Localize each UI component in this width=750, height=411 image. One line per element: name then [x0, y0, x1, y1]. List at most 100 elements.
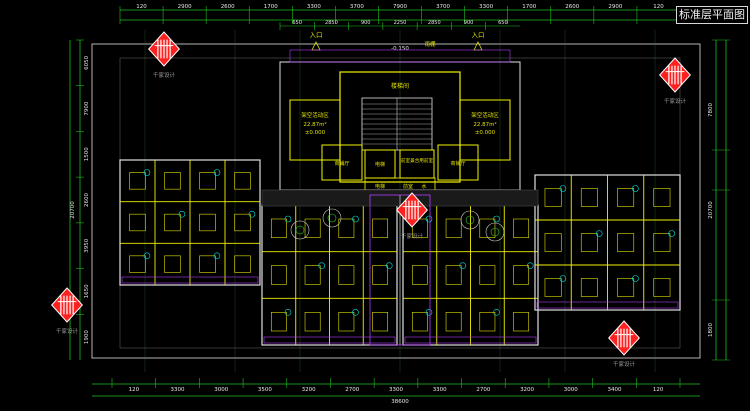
unit-center-left-fixture — [385, 262, 393, 269]
unit-east-furniture — [544, 233, 562, 252]
lobby-right-label: 架空活动区 — [471, 111, 499, 119]
dim-label-bottom: 3000 — [214, 387, 228, 393]
unit-center-right-fixture — [459, 262, 467, 269]
dim-label-top2: 650 — [292, 20, 302, 26]
dim-label-bottom: 3300 — [389, 387, 403, 393]
unit-east-fixture — [668, 230, 675, 237]
unit-west-fixture — [248, 210, 256, 218]
unit-east-furniture — [653, 188, 671, 207]
dim-label-left: 1650 — [84, 284, 90, 298]
dim-label-left: 1900 — [84, 330, 90, 344]
logo-bottom-left-text: 千家设计 — [56, 327, 79, 335]
unit-center-left-furniture — [338, 218, 355, 238]
unit-center-left-furniture — [338, 265, 355, 285]
logo-center — [396, 192, 428, 228]
logo-center-text: 千家设计 — [401, 232, 424, 240]
logo-bottom-left — [51, 287, 83, 323]
dim-label-right: 1800 — [708, 323, 714, 337]
dim-label-top: 3700 — [350, 4, 364, 10]
level-mark: -0.150 — [391, 46, 409, 52]
dim-label-top: 3300 — [479, 4, 493, 10]
unit-east-furniture — [580, 278, 598, 297]
unit-west-furniture — [129, 172, 146, 190]
dim-label-bottom: 3200 — [520, 387, 534, 393]
unit-center-right-furniture — [479, 218, 496, 238]
dim-total-left: 20700 — [70, 201, 76, 219]
unit-center-right-fixture — [425, 309, 433, 316]
unit-west-furniture — [199, 255, 216, 273]
logo-top-right-text: 千家设计 — [664, 97, 687, 105]
unit-center-left-furniture — [372, 265, 389, 285]
lobby-left-level: ±0.000 — [305, 130, 326, 136]
unit-center-left-furniture — [338, 312, 355, 332]
entrance-right-arrow — [473, 41, 483, 51]
dim-label-bottom: 120 — [129, 387, 140, 393]
logo-top-left — [148, 31, 180, 67]
tree-core — [295, 225, 305, 235]
unit-center-right-fixture — [425, 215, 433, 223]
lobby-right-level: ±0.000 — [475, 130, 496, 136]
entrance-right-label: 入口 — [472, 31, 485, 39]
logo-bottom-right-text: 千家设计 — [613, 360, 636, 368]
unit-west-furniture — [164, 172, 181, 190]
unit-east-furniture — [653, 233, 671, 252]
stair-label: 楼梯间 — [391, 82, 409, 90]
unit-center-right-furniture — [445, 265, 462, 285]
unit-center-left-furniture — [372, 312, 389, 332]
tree — [322, 208, 342, 228]
unit-center-right-furniture — [513, 312, 530, 332]
unit-center-left-furniture — [372, 218, 389, 238]
shop-left-label: 商铺厅 — [334, 160, 349, 167]
unit-center-right-furniture — [411, 312, 428, 332]
core-room-b — [399, 149, 435, 179]
shop-left — [321, 144, 363, 181]
dim-label-top: 2600 — [221, 4, 235, 10]
unit-east-fixture — [595, 230, 603, 237]
unit-center-left-furniture — [304, 265, 321, 285]
unit-east-balcony — [536, 301, 679, 309]
entrance-left-arrow — [311, 41, 321, 51]
unit-east-furniture — [544, 188, 562, 207]
tree — [460, 210, 480, 230]
unit-center-left-balcony — [263, 336, 396, 344]
dim-label-bottom: 2700 — [476, 387, 490, 393]
tree — [485, 222, 505, 242]
hall-a-label: 电梯 — [375, 183, 385, 190]
dim-label-top2: 900 — [464, 20, 474, 26]
dim-label-top: 2900 — [608, 4, 622, 10]
unit-east-furniture — [617, 233, 635, 252]
dim-label-bottom: 3200 — [302, 387, 316, 393]
unit-west-furniture — [234, 213, 251, 232]
unit-center-left-furniture — [270, 312, 287, 332]
dim-label-top: 1700 — [264, 4, 278, 10]
unit-center-right-furniture — [445, 218, 462, 238]
unit-center-left-furniture — [304, 312, 321, 332]
dim-label-bottom: 3000 — [564, 387, 578, 393]
dim-label-left: 1500 — [84, 147, 90, 161]
unit-center-right-furniture — [479, 265, 496, 285]
unit-center-left-fixture — [318, 262, 326, 269]
unit-center-right-furniture — [411, 265, 428, 285]
shop-right-label: 商铺厅 — [450, 160, 465, 167]
unit-east-furniture — [544, 278, 562, 297]
unit-center-left-fixture — [284, 215, 292, 223]
tree — [290, 220, 310, 240]
unit-west-furniture — [164, 255, 181, 273]
unit-west-furniture — [199, 213, 216, 232]
dim-label-top: 120 — [653, 4, 664, 10]
dim-label-bottom: 3500 — [258, 387, 272, 393]
tree-core — [465, 215, 475, 225]
unit-center-left-fixture — [352, 309, 359, 316]
canopy-label: 雨棚 — [424, 40, 436, 48]
unit-center-right-fixture — [493, 215, 500, 223]
unit-east-furniture — [617, 278, 635, 297]
logo-top-right — [659, 57, 691, 93]
unit-west-fixture — [213, 169, 221, 176]
unit-west-furniture — [234, 255, 251, 273]
unit-center-left-furniture — [304, 218, 321, 238]
unit-east-furniture — [580, 233, 598, 252]
unit-west-furniture — [164, 213, 181, 232]
unit-center-right-fixture — [526, 262, 534, 269]
dim-label-top2: 900 — [361, 20, 371, 26]
